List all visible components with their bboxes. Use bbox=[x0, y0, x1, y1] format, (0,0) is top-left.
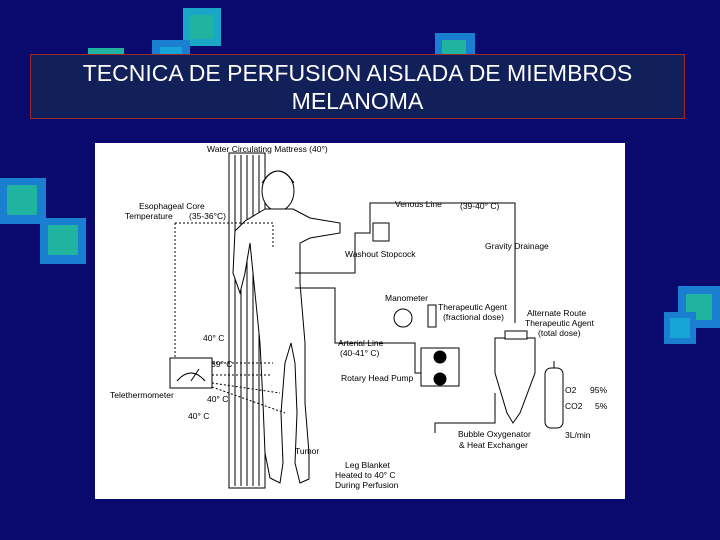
arterial-line bbox=[295, 287, 435, 374]
title-box: TECNICA DE PERFUSION AISLADA DE MIEMBROS… bbox=[30, 54, 685, 119]
label-water-mattress: Water Circulating Mattress (40°) bbox=[207, 144, 328, 154]
label-esophageal-2: Temperature bbox=[125, 211, 173, 221]
gas-cylinder bbox=[544, 367, 564, 429]
label-blanket-2: Heated to 40° C bbox=[335, 470, 396, 480]
label-o2-pct: 95% bbox=[590, 385, 607, 395]
label-temp-40c: 40° C bbox=[188, 411, 209, 421]
label-temp-40a: 40° C bbox=[203, 333, 224, 343]
decor-square bbox=[190, 15, 214, 39]
label-co2-pct: 5% bbox=[595, 401, 608, 411]
label-o2: O2 bbox=[565, 385, 577, 395]
label-telethermometer: Telethermometer bbox=[110, 390, 174, 400]
label-esophageal-1: Esophageal Core bbox=[139, 201, 205, 211]
decor-square bbox=[670, 318, 690, 338]
manometer bbox=[393, 308, 413, 328]
label-manometer: Manometer bbox=[385, 293, 428, 303]
washout-stopcock bbox=[372, 222, 390, 242]
patient-body bbox=[232, 208, 341, 484]
venous-line bbox=[295, 202, 516, 323]
label-arterial-2: (40-41° C) bbox=[340, 348, 379, 358]
label-washout: Washout Stopcock bbox=[345, 249, 416, 259]
label-alt-route-1: Alternate Route bbox=[527, 308, 586, 318]
label-arterial-1: Arterial Line bbox=[338, 338, 384, 348]
label-venous-temp: (39-40° C) bbox=[460, 201, 499, 211]
label-tumor: Tumor bbox=[295, 446, 319, 456]
label-co2: CO2 bbox=[565, 401, 583, 411]
diagram-svg: Water Circulating Mattress (40°) Esophag… bbox=[110, 144, 608, 490]
decor-square bbox=[48, 225, 78, 255]
label-ther-agent-2: (fractional dose) bbox=[443, 312, 504, 322]
label-alt-route-3: (total dose) bbox=[538, 328, 581, 338]
label-alt-route-2: Therapeutic Agent bbox=[525, 318, 595, 328]
label-temp-39: 39° C bbox=[211, 359, 232, 369]
title-line-1: TECNICA DE PERFUSION AISLADA DE MIEMBROS bbox=[82, 59, 633, 86]
label-esophageal-temp: (35-36°C) bbox=[189, 211, 226, 221]
label-bubble-1: Bubble Oxygenator bbox=[458, 429, 531, 439]
perfusion-diagram: Water Circulating Mattress (40°) Esophag… bbox=[95, 143, 625, 499]
label-venous-line: Venous Line bbox=[395, 199, 442, 209]
label-flow: 3L/min bbox=[565, 430, 591, 440]
label-ther-agent-1: Therapeutic Agent bbox=[438, 302, 508, 312]
therapeutic-syringe bbox=[427, 304, 437, 328]
label-gravity: Gravity Drainage bbox=[485, 241, 549, 251]
slide-title: TECNICA DE PERFUSION AISLADA DE MIEMBROS… bbox=[83, 59, 633, 115]
bubble-oxygenator bbox=[494, 337, 536, 424]
label-rotary: Rotary Head Pump bbox=[341, 373, 414, 383]
label-bubble-2: & Heat Exchanger bbox=[459, 440, 528, 450]
label-blanket-1: Leg Blanket bbox=[345, 460, 391, 470]
return-line bbox=[434, 393, 496, 433]
label-temp-40b: 40° C bbox=[207, 394, 228, 404]
decor-square bbox=[7, 185, 37, 215]
label-blanket-3: During Perfusion bbox=[335, 480, 399, 490]
title-line-2: MELANOMA bbox=[291, 87, 424, 114]
